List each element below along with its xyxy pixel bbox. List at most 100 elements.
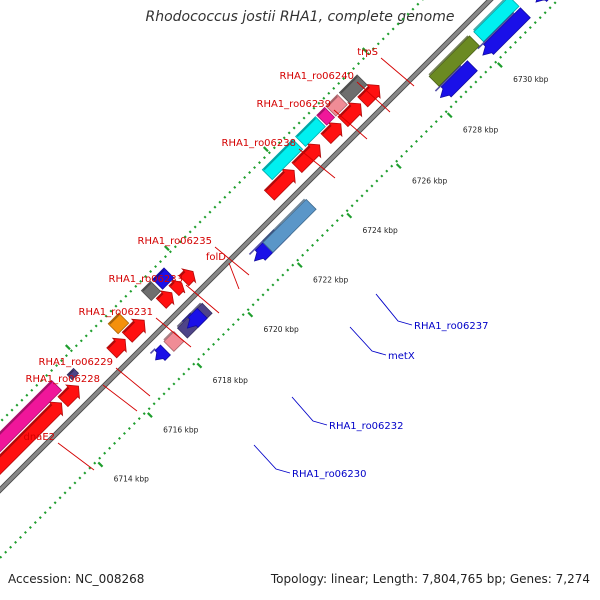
gene-block: [262, 198, 317, 253]
label-leader-line: [115, 367, 151, 397]
backbone-line: [0, 0, 493, 493]
label-leader-line: [57, 442, 95, 471]
gene-block: [320, 122, 343, 145]
scale-tick: [262, 146, 269, 153]
scale-tick: [497, 62, 503, 68]
gene-block: [66, 367, 80, 381]
scale-tick: [296, 262, 303, 269]
gene-shading: [68, 369, 75, 376]
genome-backbone: [0, 0, 494, 494]
scale-tick: [163, 245, 170, 252]
gene-label-forward: folD: [206, 252, 226, 263]
gene-block: [0, 401, 64, 476]
genome-summary: Topology: linear; Length: 7,804,765 bp; …: [270, 572, 590, 586]
gene-label-forward: trpS: [357, 47, 378, 58]
gene-shading: [263, 140, 294, 171]
gene-shading: [153, 268, 165, 281]
gene-features: [0, 0, 549, 476]
label-leader-line: [102, 384, 138, 412]
gene-block: [57, 384, 80, 408]
gene-label-forward: dnaE2: [24, 432, 56, 443]
label-leader-line: [356, 81, 391, 113]
scale-tick-label: 6726 kbp: [412, 176, 448, 185]
label-leader-line: [253, 444, 291, 474]
gene-block: [261, 138, 304, 181]
label-leader-line: [375, 293, 413, 326]
gene-block: [121, 318, 146, 343]
scale-tick: [247, 311, 254, 318]
gene-block: [154, 344, 171, 361]
gene-shading: [262, 198, 306, 242]
scale-tick: [446, 112, 453, 119]
scale-tick-label: 6724 kbp: [362, 226, 398, 235]
gene-block: [152, 267, 175, 290]
gene-shading: [338, 104, 352, 118]
label-leader-line: [155, 317, 192, 348]
accession-text: Accession: NC_008268: [8, 572, 145, 586]
gene-label-forward: RHA1_ro06240: [280, 71, 355, 82]
gene-block: [0, 379, 63, 453]
gene-labels: trpSRHA1_ro06240RHA1_ro06239RHA1_ro06238…: [24, 47, 489, 480]
gene-block: [263, 168, 296, 201]
scale-tick-label: 6722 kbp: [313, 275, 349, 284]
scale-tick: [64, 344, 71, 351]
label-leader-line: [333, 109, 368, 140]
gene-shading: [123, 321, 136, 334]
gene-block: [186, 307, 208, 329]
gene-label-reverse: RHA1_ro06237: [414, 321, 489, 332]
scale-tick-label: 6714 kbp: [114, 475, 150, 484]
scale-tick-label: 6730 kbp: [513, 75, 549, 84]
gene-shading: [317, 108, 326, 116]
gene-shading: [157, 292, 164, 300]
scale-tick: [346, 212, 353, 219]
scale-tick: [97, 461, 104, 468]
gene-label-reverse: metX: [388, 351, 415, 362]
gene-shading: [107, 340, 116, 349]
scale-tick: [196, 362, 203, 369]
gene-label-reverse: RHA1_ro06230: [292, 469, 367, 480]
gene-shading: [0, 381, 53, 435]
gene-shading: [179, 270, 186, 277]
gene-shading: [293, 145, 311, 164]
backbone-edge: [0, 0, 494, 494]
gene-shading: [169, 281, 175, 287]
gene-shading: [428, 35, 469, 76]
label-leader-line: [298, 148, 336, 179]
label-leader-line: [185, 284, 220, 314]
gene-block: [107, 312, 130, 335]
gene-block: [325, 94, 348, 117]
gene-block: [295, 116, 326, 147]
gene-shading: [58, 387, 70, 398]
gene-label-forward: RHA1_ro06239: [257, 99, 332, 110]
gene-label-forward: RHA1_ro06231: [79, 307, 154, 318]
gene-shading: [358, 86, 370, 98]
gene-block: [338, 74, 368, 104]
gene-shading: [477, 12, 515, 50]
genome-title: Rhodococcus jostii RHA1, complete genome: [145, 9, 455, 25]
gene-shading: [265, 171, 285, 191]
label-leaders: [57, 57, 415, 474]
gene-shading: [181, 312, 192, 323]
gene-shading: [149, 348, 156, 354]
gene-shading: [326, 95, 338, 107]
scale-tick: [146, 412, 153, 418]
gene-block: [482, 7, 531, 56]
label-leader-line: [380, 57, 415, 87]
scale-tick: [361, 47, 368, 54]
gene-block: [535, 0, 549, 3]
gene-shading: [296, 117, 317, 138]
gene-label-reverse: RHA1_ro06232: [329, 421, 404, 432]
scale-tick-label: 6720 kbp: [263, 325, 299, 334]
gene-shading: [322, 124, 332, 135]
gene-label-forward: RHA1_ro06229: [39, 357, 114, 368]
gene-shading: [109, 314, 120, 325]
gene-block: [106, 337, 127, 359]
gene-block: [291, 143, 322, 174]
label-leader-line: [349, 326, 387, 356]
scale-tick-label: 6716 kbp: [163, 425, 199, 434]
